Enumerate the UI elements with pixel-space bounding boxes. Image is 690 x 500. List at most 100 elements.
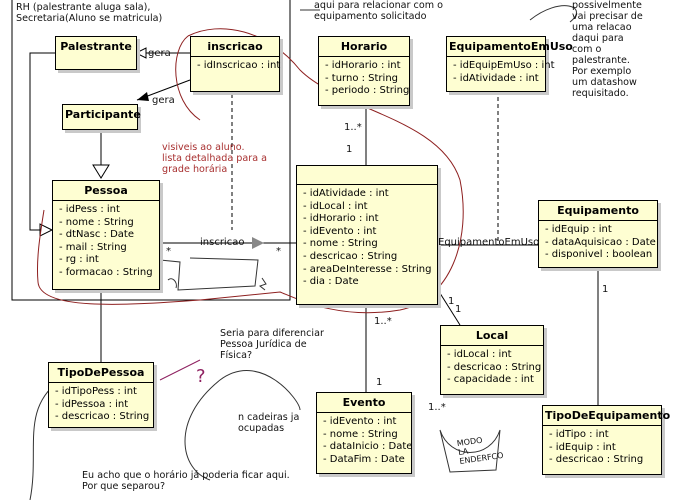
attribute: - idEquip : int <box>545 224 612 235</box>
attribute-list: - idEvento : int - nome : String - dataI… <box>317 413 413 469</box>
class-name: Horario <box>319 37 409 57</box>
note-line: Física? <box>220 350 253 361</box>
pencil-modo-shape <box>439 429 501 473</box>
mult-horario-one: 1 <box>346 144 353 155</box>
note-line: uma relacao <box>572 22 632 33</box>
note-line: Por que separou? <box>82 481 166 492</box>
note-line: lista detalhada para a <box>162 153 268 164</box>
class-name: Pessoa <box>53 181 159 201</box>
class-name: Participante <box>65 108 141 121</box>
class-name: Local <box>441 326 543 346</box>
class-horario[interactable]: Horario - idHorario : int - turno : Stri… <box>318 36 410 106</box>
class-evento[interactable]: Evento - idEvento : int - nome : String … <box>316 392 412 474</box>
note-top-right: possivelmente vai precisar de uma relaca… <box>572 0 643 99</box>
note-top-left: RH (palestrante aluga sala), Secretaria(… <box>16 2 162 24</box>
attribute: - areaDeInteresse : String <box>303 263 432 275</box>
attribute: - descricao : String <box>447 361 542 373</box>
class-name: TipoDeEquipamento <box>543 406 670 426</box>
class-tipodeequipamento[interactable]: TipoDeEquipamento - idTipo : int - idEqu… <box>542 405 670 475</box>
class-name: inscricao <box>191 37 279 57</box>
note-line: palestrante. <box>572 55 630 66</box>
class-participante[interactable]: Participante <box>62 104 141 130</box>
note-cadeiras: n cadeiras ja ocupadas <box>238 412 299 434</box>
attribute: - idEvento : int <box>303 225 377 237</box>
attribute: - idPessoa : int <box>55 398 129 410</box>
attribute: - idAtividade : int <box>453 72 539 84</box>
attribute: - periodo : String <box>325 85 410 97</box>
class-name: Palestrante <box>60 40 132 53</box>
attribute: - idLocal : int <box>447 349 512 360</box>
note-line: Secretaria(Aluno se matricula) <box>16 13 163 24</box>
class-palestrante[interactable]: Palestrante <box>55 36 137 70</box>
attribute-list: - idPess : int - nome : String - dtNasc … <box>53 201 159 283</box>
note-horario-question: Eu acho que o horário já poderia ficar a… <box>82 470 290 492</box>
attribute-list: - idTipo : int - idEquip : int - descric… <box>543 426 661 470</box>
class-local[interactable]: Local - idLocal : int - descricao : Stri… <box>440 325 544 395</box>
attribute: - idInscricao : int <box>197 60 281 71</box>
attribute: - disponivel : boolean <box>545 249 653 261</box>
class-name <box>297 166 437 185</box>
class-inscricao[interactable]: inscricao - idInscricao : int <box>190 36 280 92</box>
class-atividade[interactable]: - idAtividade : int - idLocal : int - id… <box>296 165 438 305</box>
class-name: EquipamentoEmUso <box>447 37 573 57</box>
attribute: - turno : String <box>325 72 399 84</box>
note-juridica: Seria para diferenciar Pessoa Jurídica d… <box>220 328 324 361</box>
mult-equip-one: 1 <box>602 284 609 295</box>
attribute: - DataFim : Date <box>323 453 405 465</box>
note-line: n cadeiras ja <box>238 412 300 423</box>
class-equipamento[interactable]: Equipamento - idEquip : int - dataAquisi… <box>538 200 658 268</box>
mult-local-one-b: 1 <box>455 304 462 315</box>
note-line: requisitado. <box>572 88 629 99</box>
note-line: Seria para diferenciar <box>220 328 324 339</box>
class-tipodepessoa[interactable]: TipoDePessoa - idTipoPess : int - idPess… <box>48 362 154 428</box>
assoc-atividade-local <box>437 289 461 326</box>
note-line: daqui para <box>572 33 624 44</box>
attribute: - idPess : int <box>59 204 120 215</box>
attribute-list: - idAtividade : int - idLocal : int - id… <box>297 185 437 292</box>
attribute: - idEvento : int <box>323 416 397 427</box>
attribute-list: - idTipoPess : int - idPessoa : int - de… <box>49 383 153 427</box>
attribute: - dataInicio : Date <box>323 441 413 453</box>
class-equipamentoemuso[interactable]: EquipamentoEmUso - idEquipEmUso : int - … <box>446 36 573 92</box>
label-inscricao-assoc: inscricao <box>200 237 245 248</box>
mult-star-left: * <box>166 246 171 257</box>
note-top-middle: aqui para relacionar com o equipamento s… <box>314 0 443 22</box>
label-equipamentoemuso-assoc: EquipamentoEmUso <box>438 237 540 248</box>
attribute: - capacidade : int <box>447 374 534 386</box>
attribute: - mail : String <box>59 241 127 253</box>
class-pessoa[interactable]: Pessoa - idPess : int - nome : String - … <box>52 180 160 290</box>
mult-star-right: * <box>276 246 281 257</box>
note-line: vai precisar de <box>572 11 643 22</box>
note-line: um datashow <box>572 77 637 88</box>
attribute: - rg : int <box>59 254 99 266</box>
class-name: TipoDePessoa <box>49 363 153 383</box>
note-line: Pessoa Jurídica de <box>220 339 307 350</box>
note-line: Eu acho que o horário já poderia ficar a… <box>82 470 290 481</box>
note-line: possivelmente <box>572 0 642 11</box>
attribute: - idHorario : int <box>325 60 401 71</box>
note-line: ocupadas <box>238 423 285 434</box>
attribute: - idAtividade : int <box>303 188 389 199</box>
attribute: - descricao : String <box>549 454 644 466</box>
attribute: - dtNasc : Date <box>59 229 134 241</box>
attribute: - idHorario : int <box>303 213 379 225</box>
class-name: Equipamento <box>539 201 657 221</box>
class-name: Evento <box>317 393 411 413</box>
attribute: - idEquipEmUso : int <box>453 60 555 71</box>
note-line: aqui para relacionar com o <box>314 0 443 11</box>
generalization-palestrante-pessoa <box>29 52 56 231</box>
note-line: Por exemplo <box>572 66 632 77</box>
attribute-list: - idEquip : int - dataAquisicao : Date -… <box>539 221 657 265</box>
attribute: - idTipo : int <box>549 429 609 440</box>
note-line: grade horária <box>162 164 228 175</box>
attribute-list: - idInscricao : int <box>191 57 281 76</box>
attribute-list: - idEquipEmUso : int - idAtividade : int <box>447 57 555 88</box>
attribute: - descricao : String <box>303 250 398 262</box>
hand-red-loop <box>36 28 464 314</box>
attribute: - idLocal : int <box>303 200 368 212</box>
package-frame <box>11 0 291 301</box>
question-doodle: ? <box>196 366 206 387</box>
attribute: - dataAquisicao : Date <box>545 236 656 248</box>
note-line: RH (palestrante aluga sala), <box>16 2 151 13</box>
attribute: - formacao : String <box>59 266 153 278</box>
